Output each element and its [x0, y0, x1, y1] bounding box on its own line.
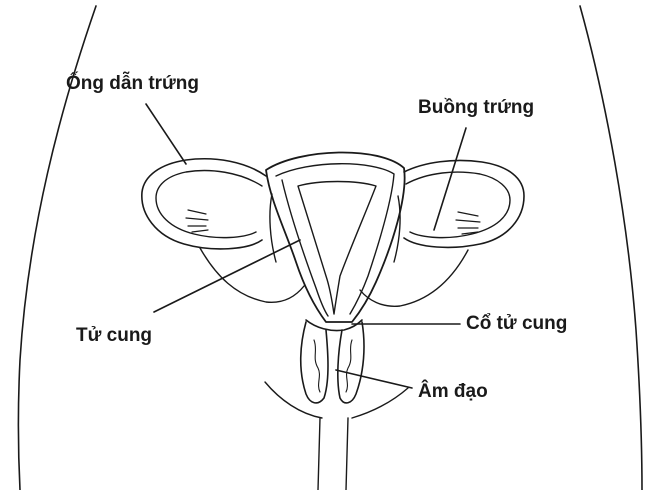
left-fimbriae — [186, 210, 208, 232]
right-fimbriae — [456, 212, 480, 234]
label-ovary: Buồng trứng — [418, 98, 534, 117]
label-uterus: Tử cung — [76, 326, 152, 345]
vagina-right-wall — [338, 322, 364, 403]
legs-line-left — [318, 418, 320, 490]
label-cervix: Cổ tử cung — [466, 314, 567, 333]
uterus-outer — [266, 152, 405, 322]
right-body-outline — [580, 6, 642, 490]
leader-ovary — [434, 128, 466, 230]
pelvic-floor-right — [352, 388, 408, 418]
legs-line-right — [346, 418, 348, 490]
label-vagina: Âm đạo — [418, 382, 488, 401]
right-broad-ligament — [360, 250, 468, 306]
label-fallopian-tube: Ống dẫn trứng — [66, 74, 199, 93]
left-broad-ligament — [200, 248, 304, 302]
vagina-left-wall — [301, 322, 328, 403]
pelvic-floor-left — [265, 382, 322, 418]
left-tube-inner — [156, 171, 262, 238]
leader-fallopian-tube — [146, 104, 186, 164]
vagina-ridges — [314, 340, 352, 392]
